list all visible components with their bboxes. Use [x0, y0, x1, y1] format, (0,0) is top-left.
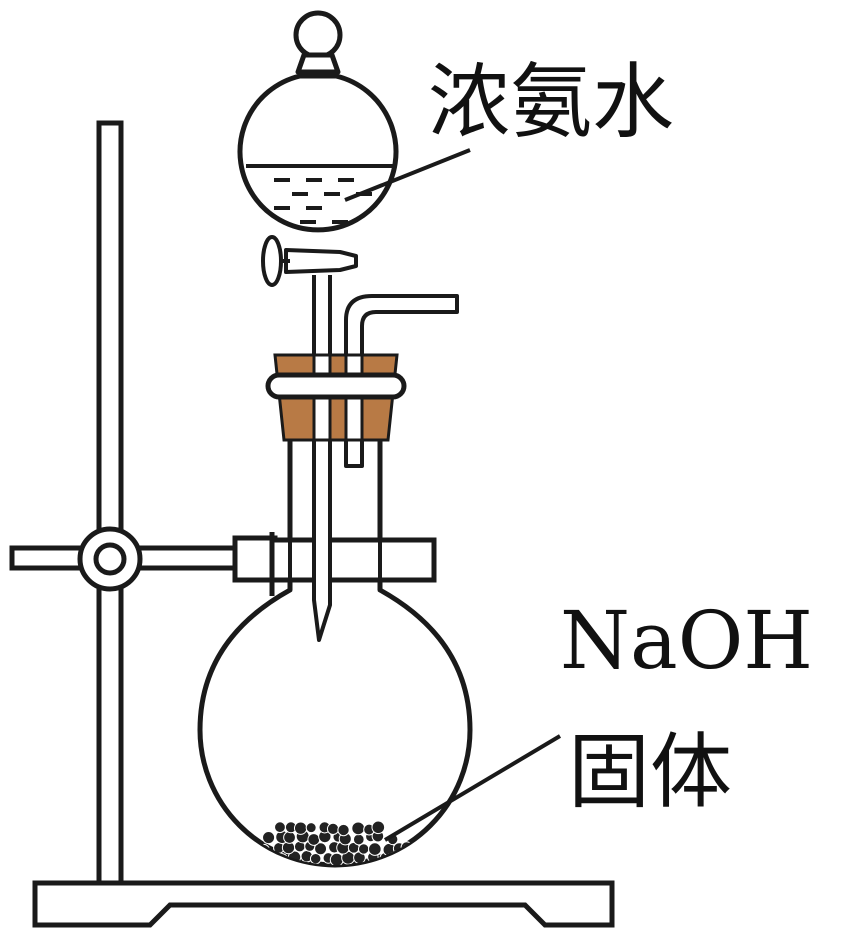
funnel-stem: [312, 275, 332, 642]
label-solid: 固体: [568, 725, 732, 820]
rubber-stopper: [265, 353, 407, 442]
label-naoh: NaOH: [560, 594, 813, 687]
leader-line-naoh: [383, 734, 562, 842]
naoh-pellet: [283, 831, 296, 844]
round-bottom-flask: [197, 440, 473, 868]
clamp-jaw: [269, 532, 437, 596]
clamp-arm: [9, 535, 278, 583]
naoh-pellet: [314, 842, 328, 856]
separatory-funnel: [237, 10, 399, 233]
naoh-pellet: [293, 821, 308, 835]
naoh-pellet: [329, 852, 344, 865]
naoh-pellet: [307, 833, 321, 846]
naoh-pellet: [371, 820, 386, 835]
stand-base: [32, 880, 615, 928]
naoh-pellet: [357, 843, 370, 855]
boss-head: [77, 526, 143, 592]
naoh-pellet: [326, 822, 340, 836]
naoh-pellet: [352, 833, 365, 846]
naoh-pellet: [305, 822, 317, 834]
gas-delivery-tube: [344, 294, 459, 468]
naoh-pellet: [256, 852, 268, 864]
naoh-pellet: [368, 842, 382, 856]
naoh-pellet: [262, 831, 276, 845]
naoh-pellet: [337, 823, 350, 837]
naoh-pellet: [351, 821, 366, 836]
stopcock: [261, 235, 358, 287]
leader-line-ammonia: [344, 148, 471, 202]
stand-rod: [96, 120, 124, 886]
naoh-pellet: [400, 851, 413, 864]
label-concentrated-ammonia: 浓氨水: [428, 55, 674, 150]
naoh-pellet: [274, 821, 286, 834]
